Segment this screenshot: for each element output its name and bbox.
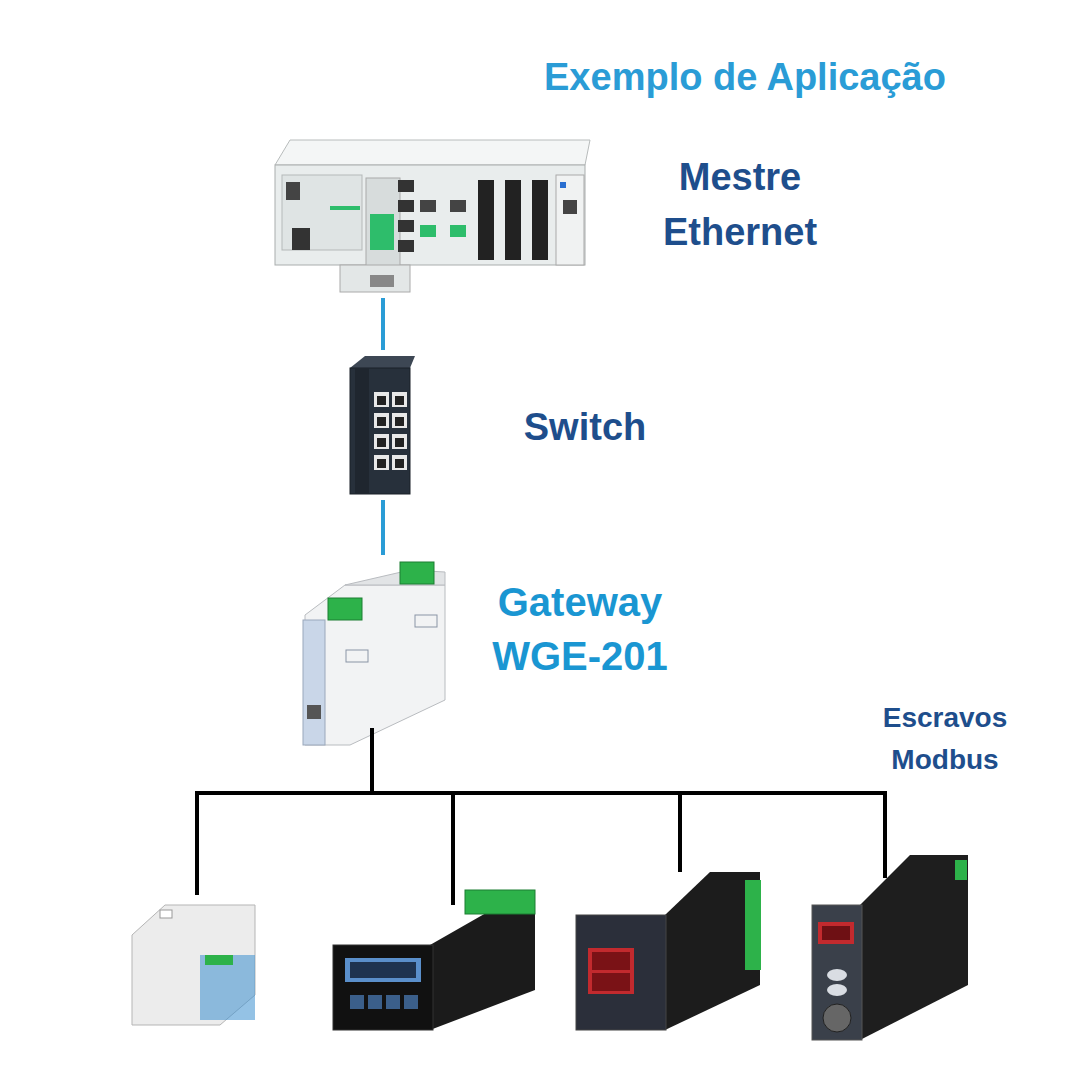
plc-illustration (275, 140, 590, 292)
slave-panel-meter-illustration (333, 890, 535, 1030)
gateway-illustration (303, 562, 445, 745)
ethernet-cable (383, 500, 384, 555)
switch-illustration (350, 356, 415, 494)
device-label: Gateway WGE-201 (470, 575, 690, 683)
group-label: Escravos Modbus (850, 697, 1040, 781)
switch-node: Switch (340, 350, 676, 500)
slave-module-illustration (132, 905, 255, 1025)
gateway-node: Gateway WGE-201 (296, 555, 696, 730)
device-label: Switch (500, 405, 670, 451)
ethernet-cable (383, 298, 384, 350)
slave-indicator-illustration (576, 872, 761, 1030)
plc-master-node: Mestre Ethernet (262, 128, 856, 298)
modbus-bus-wires (195, 728, 887, 905)
slave-controller-illustration (812, 855, 968, 1040)
diagram-title: Exemplo de Aplicação (480, 55, 1010, 101)
device-label: Mestre Ethernet (630, 150, 850, 260)
